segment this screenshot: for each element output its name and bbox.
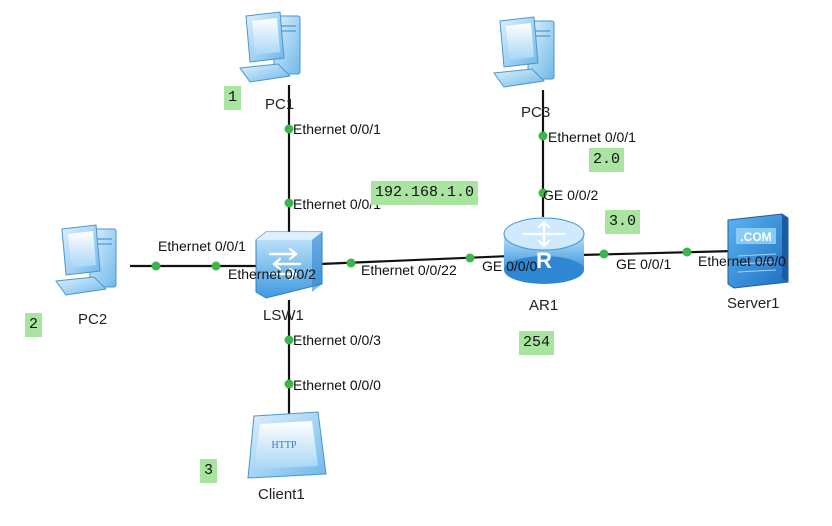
port-label: Ethernet 0/0/22 <box>361 262 457 278</box>
port-label: GE 0/0/0 <box>482 258 538 274</box>
port-dot <box>599 249 609 259</box>
port-dot <box>465 253 475 263</box>
port-dot <box>151 261 161 271</box>
port-dot <box>538 131 548 141</box>
pc2-name: PC2 <box>78 311 108 328</box>
port-label: Ethernet 0/0/1 <box>158 238 246 254</box>
pc3-name: PC3 <box>521 104 551 121</box>
port-dot <box>284 198 294 208</box>
desktop-pc-icon[interactable] <box>239 11 301 83</box>
port-dot <box>538 188 548 198</box>
port-dot <box>284 335 294 345</box>
svg-text:R: R <box>536 248 552 273</box>
host-number-tag: 3 <box>200 459 218 483</box>
server1-name: Server1 <box>727 295 780 312</box>
port-dot <box>211 261 221 271</box>
client-screen-text: HTTP <box>272 440 297 451</box>
port-dot <box>346 258 356 268</box>
router-icon[interactable]: R <box>503 217 585 284</box>
port-label: Ethernet 0/0/1 <box>548 129 636 145</box>
desktop-pc-icon[interactable] <box>493 16 555 88</box>
port-label: Ethernet 0/0/1 <box>293 121 381 137</box>
ethernet-switch-icon[interactable] <box>255 231 323 299</box>
subnet-tag: 3.0 <box>605 210 641 234</box>
http-client-icon[interactable]: HTTP <box>247 411 327 479</box>
port-dot <box>284 124 294 134</box>
gateway-tag: 254 <box>519 331 555 355</box>
com-server-icon[interactable]: .COM <box>727 213 789 289</box>
port-label: Ethernet 0/0/3 <box>293 332 381 348</box>
network-tag: 192.168.1.0 <box>371 181 479 205</box>
desktop-pc-icon[interactable] <box>55 224 117 296</box>
host-number-tag: 1 <box>224 86 242 110</box>
port-label: GE 0/0/2 <box>543 187 599 203</box>
port-label: Ethernet 0/0/2 <box>228 266 316 282</box>
client1-name: Client1 <box>258 486 305 503</box>
lsw1-name: LSW1 <box>263 307 304 324</box>
svg-text:.COM: .COM <box>740 230 771 244</box>
port-label: Ethernet 0/0/1 <box>293 196 381 212</box>
port-label: Ethernet 0/0/0 <box>698 253 786 269</box>
port-dot <box>284 379 294 389</box>
ar1-name: AR1 <box>529 297 559 314</box>
port-label: Ethernet 0/0/0 <box>293 377 381 393</box>
port-label: GE 0/0/1 <box>616 256 672 272</box>
host-number-tag: 2 <box>25 313 43 337</box>
port-dots <box>151 124 692 389</box>
pc1-name: PC1 <box>265 96 295 113</box>
subnet-tag: 2.0 <box>589 148 625 172</box>
port-dot <box>682 247 692 257</box>
